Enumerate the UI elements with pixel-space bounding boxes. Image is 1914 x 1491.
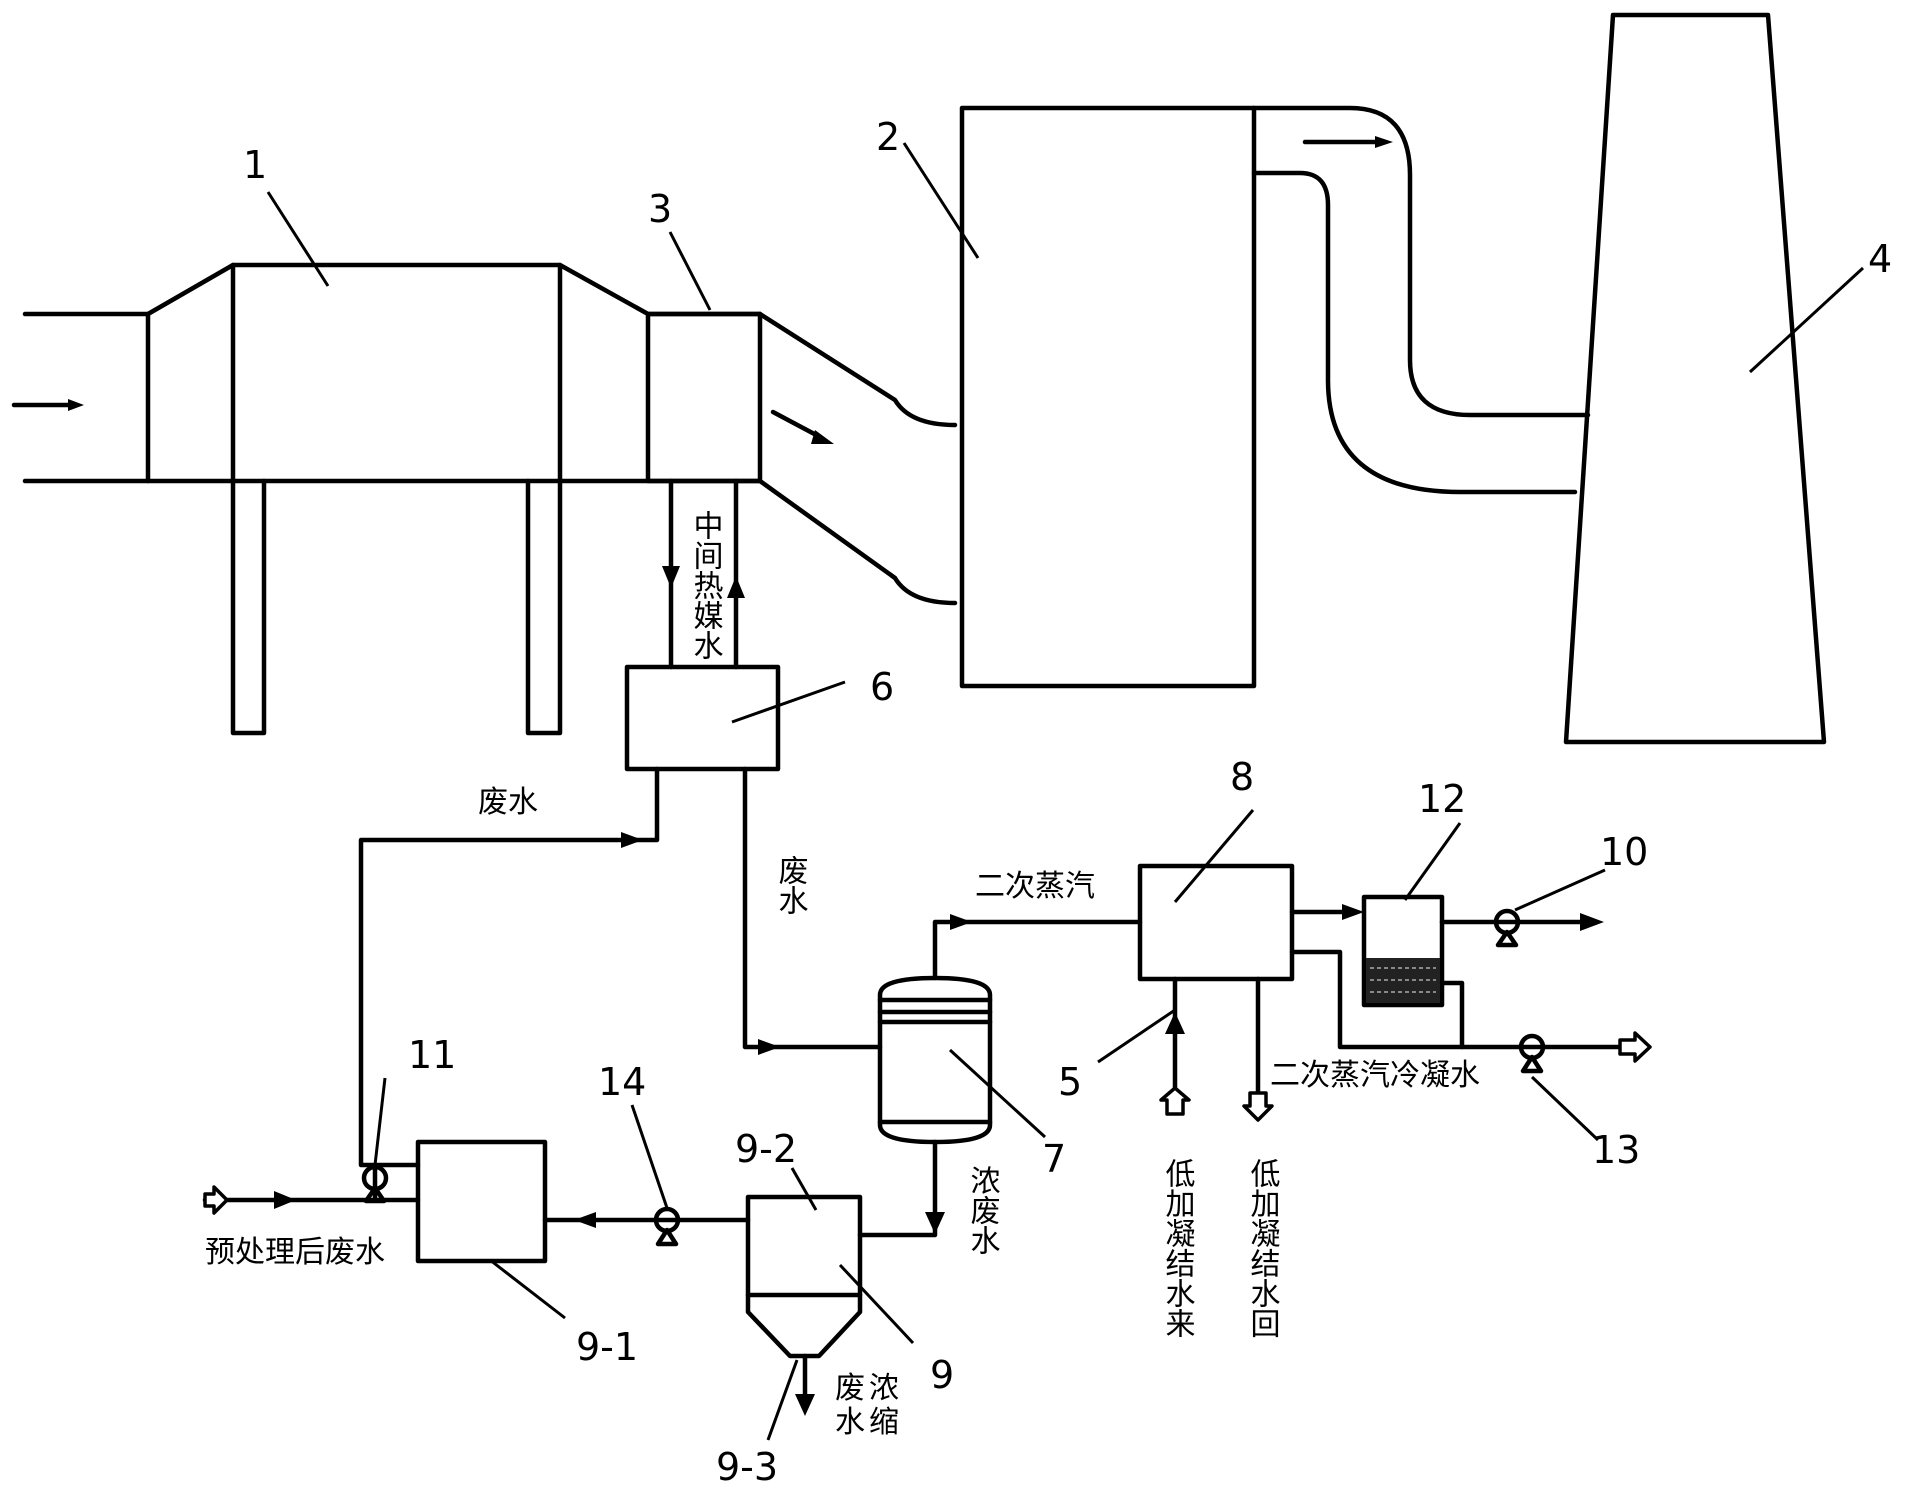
lp-condensate-lines [1159, 976, 1274, 1122]
label-secondary-steam-condensate: 二次蒸汽冷凝水 [1270, 1058, 1480, 1093]
wastewater-return-line [358, 766, 660, 1168]
label-13: 13 [1592, 1128, 1640, 1172]
label-8: 8 [1230, 755, 1254, 799]
label-5: 5 [1058, 1060, 1082, 1104]
desulfurization-absorber-2 [959, 105, 1257, 689]
label-3: 3 [648, 187, 672, 231]
label-concentrated-waste-outlet: 废水浓缩 [835, 1371, 899, 1440]
heat-exchanger-6 [624, 664, 781, 772]
pretreated-inlet-line [202, 1162, 421, 1215]
label-wastewater-right: 废水 [773, 855, 808, 915]
label-pretreated-wastewater: 预处理后废水 [205, 1235, 385, 1270]
condenser-8 [1137, 863, 1295, 982]
label-10: 10 [1600, 830, 1648, 874]
label-14: 14 [598, 1060, 646, 1104]
steam-to-tank-line [1289, 904, 1364, 920]
condensate-tank-12 [1361, 894, 1445, 1008]
evaporator-7 [877, 975, 993, 1145]
label-9-1: 9-1 [576, 1325, 638, 1369]
electrostatic-precipitator [22, 262, 763, 736]
pump-14-line [542, 1206, 751, 1247]
label-concentrated-wastewater: 浓废水 [965, 1165, 1000, 1255]
wastewater-feed-line [742, 766, 883, 1055]
label-11: 11 [408, 1033, 456, 1077]
label-2: 2 [876, 115, 900, 159]
chimney-4 [1563, 12, 1827, 745]
label-secondary-steam: 二次蒸汽 [975, 869, 1095, 904]
label-1: 1 [243, 143, 267, 187]
label-6: 6 [870, 665, 894, 709]
label-intermediate-heat-medium-water: 中间热媒水 [688, 510, 723, 660]
pretreatment-tank-9-1 [415, 1139, 548, 1264]
settling-tank-9 [745, 1194, 863, 1416]
label-wastewater-left: 废水 [478, 785, 538, 820]
label-lp-condensate-in: 低加凝结水来 [1160, 1158, 1196, 1338]
pump-10-line [1439, 908, 1604, 948]
label-9: 9 [930, 1353, 954, 1397]
pump-13-line [1289, 949, 1652, 1074]
label-lp-condensate-out: 低加凝结水回 [1245, 1158, 1281, 1338]
label-4: 4 [1868, 237, 1892, 281]
secondary-steam-line [932, 914, 1143, 981]
outlet-duct [1251, 105, 1591, 495]
label-9-3: 9-3 [716, 1445, 778, 1489]
heat-medium-water-pipes [662, 478, 745, 670]
flue-gas-inlet-arrow [11, 399, 84, 411]
label-12: 12 [1418, 777, 1466, 821]
flue-gas-cooler-3 [645, 311, 763, 484]
concentrated-wastewater-line [857, 1139, 945, 1238]
leader-lines [266, 142, 1865, 1441]
label-9-2: 9-2 [735, 1127, 797, 1171]
label-7: 7 [1042, 1137, 1066, 1181]
transition-duct [757, 311, 958, 606]
